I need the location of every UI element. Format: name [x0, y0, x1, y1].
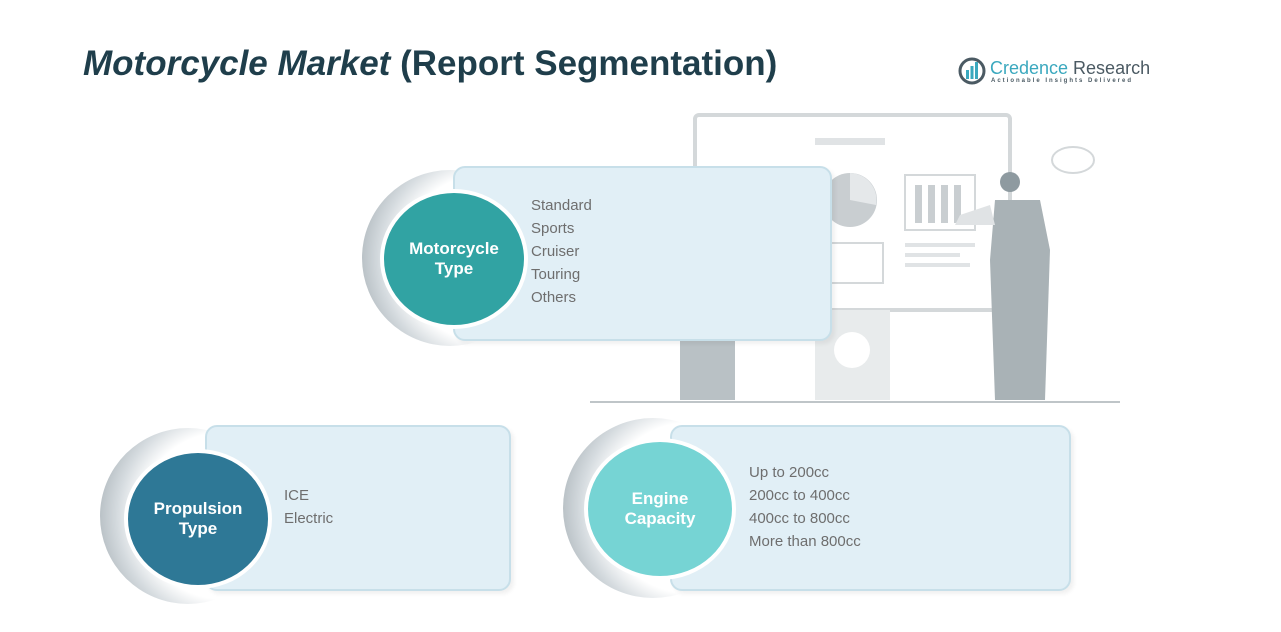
segment-label: Capacity [624, 509, 696, 528]
list-item: Cruiser [531, 243, 580, 260]
segment-label: Motorcycle [409, 239, 499, 258]
segment-label: Type [434, 259, 474, 278]
segment-items: ICE Electric [284, 484, 333, 530]
list-item: 200cc to 400cc [749, 487, 850, 504]
list-item: ICE [284, 487, 310, 504]
list-item: Standard [531, 197, 592, 214]
title-normal: (Report Segmentation) [400, 44, 778, 83]
segment-items: Standard Sports Cruiser Touring Others [531, 194, 592, 309]
credence-logo: Credence Research Actionable Insights De… [958, 56, 1150, 91]
logo-name-a: Credence [990, 58, 1069, 78]
segment-label: Propulsion [153, 499, 243, 518]
logo-name: Credence Research [990, 58, 1150, 79]
segment-card-engine-capacity [670, 425, 1071, 591]
title-italic: Motorcycle Market [83, 44, 401, 83]
list-item: Touring [531, 266, 581, 283]
logo-name-b: Research [1068, 58, 1151, 78]
logo-icon [958, 57, 986, 85]
segment-card-propulsion-type [205, 425, 511, 591]
list-item: Electric [284, 510, 334, 527]
segment-label: Engine [631, 489, 689, 508]
segment-label: Type [178, 519, 218, 538]
segment-card-motorcycle-type [453, 166, 832, 341]
list-item: Sports [531, 220, 575, 237]
logo-tagline: Actionable Insights Delivered [991, 78, 1134, 84]
segment-items: Up to 200cc 200cc to 400cc 400cc to 800c… [749, 461, 861, 553]
page-title: Motorcycle Market (Report Segmentation) [83, 44, 777, 84]
list-item: Up to 200cc [749, 464, 830, 481]
list-item: More than 800cc [749, 533, 861, 550]
list-item: Others [531, 289, 577, 306]
list-item: 400cc to 800cc [749, 510, 850, 527]
